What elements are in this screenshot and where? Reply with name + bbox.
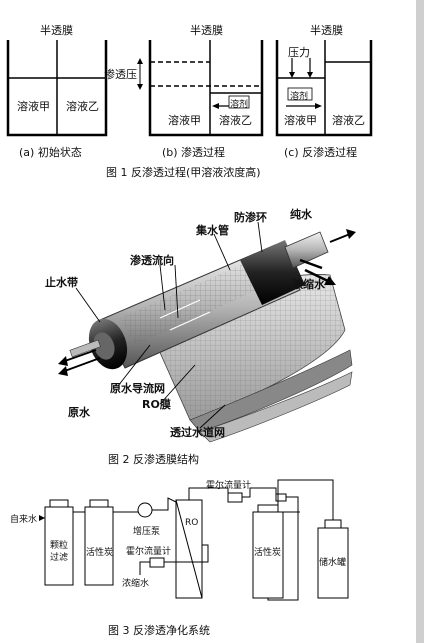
concentrate-label: 浓缩水: [292, 278, 325, 291]
solution-b-label-a: 溶液乙: [66, 100, 99, 113]
collector-tube-label: 集水管: [196, 224, 229, 237]
ro-unit-label: RO: [185, 518, 199, 528]
carbon-filter-1-label: 活性炭: [86, 548, 114, 558]
solution-b-label-c: 溶液乙: [332, 114, 365, 127]
solvent-label-b: 溶剂: [230, 100, 249, 110]
solution-b-label-b: 溶液乙: [219, 114, 252, 127]
raw-water-label: 原水: [68, 406, 90, 419]
osmotic-pressure-label: 渗透压: [104, 68, 137, 81]
pure-water-label: 纯水: [290, 208, 312, 221]
feed-spacer-label: 原水导流网: [110, 382, 165, 395]
membrane-label-c: 半透膜: [310, 24, 343, 37]
particle-filter-label: 颗粒 过滤: [50, 541, 69, 563]
caption-b: (b) 渗透过程: [162, 146, 226, 159]
permeate-flow-label: 渗透流向: [130, 254, 174, 267]
solution-a-label-c: 溶液甲: [284, 114, 317, 127]
figure-2-caption: 图 2 反渗透膜结构: [108, 453, 199, 466]
concentrate-outlet-label: 浓缩水: [122, 579, 150, 589]
permeate-spacer-label: 透过水道网: [170, 426, 225, 439]
storage-tank-label: 储水罐: [319, 558, 347, 568]
ro-membrane-label: RO膜: [142, 398, 171, 411]
figure-3-caption: 图 3 反渗透净化系统: [108, 624, 210, 637]
figure-1-caption: 图 1 反渗透过程(甲溶液浓度高): [106, 166, 261, 179]
membrane-label-b: 半透膜: [190, 24, 223, 37]
page-edge: [416, 0, 424, 643]
caption-c: (c) 反渗透过程: [284, 146, 358, 159]
membrane-label-a: 半透膜: [40, 24, 73, 37]
pressure-label-c: 压力: [288, 46, 310, 59]
solution-a-label-b: 溶液甲: [168, 114, 201, 127]
carbon-filter-2-label: 活性炭: [254, 548, 282, 558]
anti-telescoping-label: 防渗环: [234, 211, 267, 224]
flowmeter-mid-label: 霍尔流量计: [126, 547, 172, 557]
brine-seal-label: 止水带: [45, 276, 78, 289]
solution-a-label-a: 溶液甲: [17, 100, 50, 113]
caption-a: (a) 初始状态: [19, 146, 82, 159]
solvent-label-c: 溶剂: [290, 92, 309, 102]
booster-pump-label: 增压泵: [133, 527, 161, 537]
tap-water-label: 自来水: [10, 515, 38, 525]
flowmeter-top-label: 霍尔流量计: [206, 481, 252, 491]
